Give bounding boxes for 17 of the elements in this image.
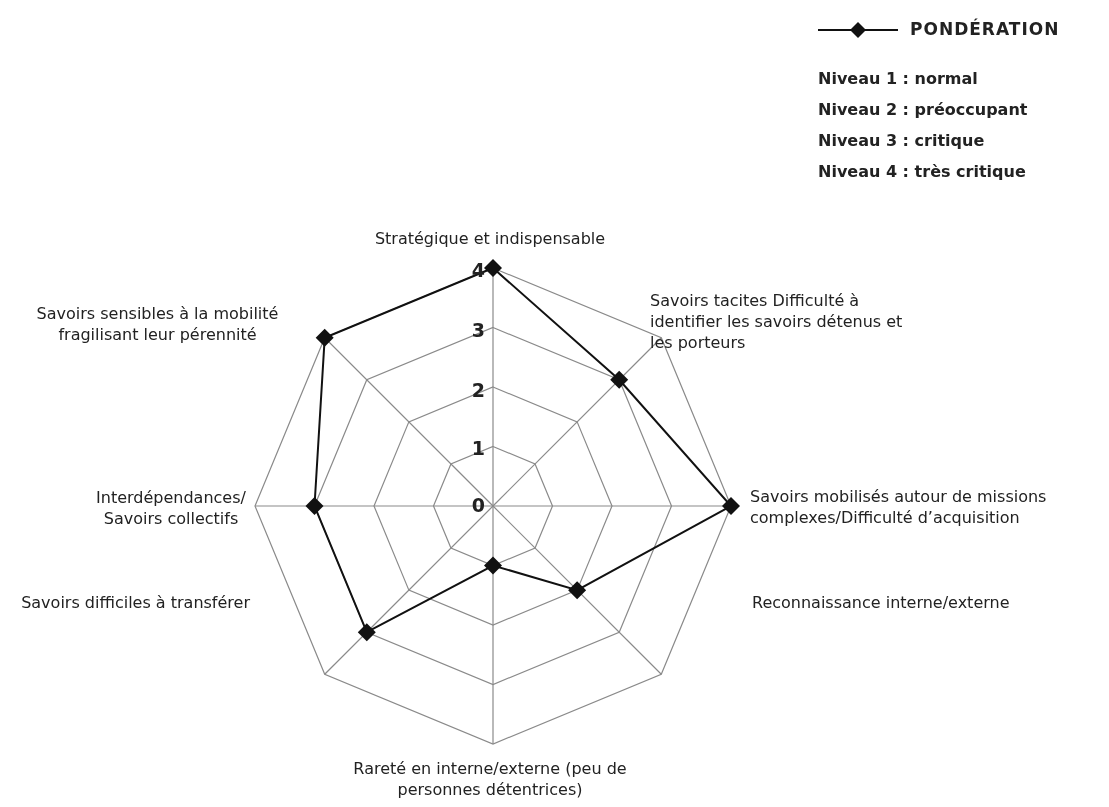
axis-label: Savoirs difficiles à transférer: [20, 592, 250, 613]
tick-label: 2: [470, 380, 485, 401]
axis-label: Reconnaissance interne/externe: [752, 592, 1011, 613]
axis-label: Interdépendances/ Savoirs collectifs: [96, 487, 246, 529]
axis-label: Savoirs mobilisés autour de missions complexes/Difficulté d’acquisition: [750, 486, 1048, 528]
level-note: Niveau 4 : très critique: [818, 161, 1027, 182]
axis-label: Stratégique et indispensable: [373, 228, 607, 249]
tick-label: 1: [470, 438, 485, 459]
level-note: Niveau 2 : préoccupant: [818, 99, 1029, 120]
axis-label: Savoirs tacites Difficulté à identifier les savoirs détenus et les porteurs: [650, 290, 904, 353]
level-note: Niveau 3 : critique: [818, 130, 986, 151]
axis-label: Savoirs sensibles à la mobilité fragilisant leur pérennité: [35, 303, 280, 345]
axis-label: Rareté en interne/externe (peu de personnes détentrices): [352, 758, 628, 800]
level-note: Niveau 1 : normal: [818, 68, 979, 89]
legend-label: PONDÉRATION: [910, 19, 1060, 40]
tick-label: 3: [470, 320, 485, 341]
tick-label: 0: [470, 495, 485, 516]
